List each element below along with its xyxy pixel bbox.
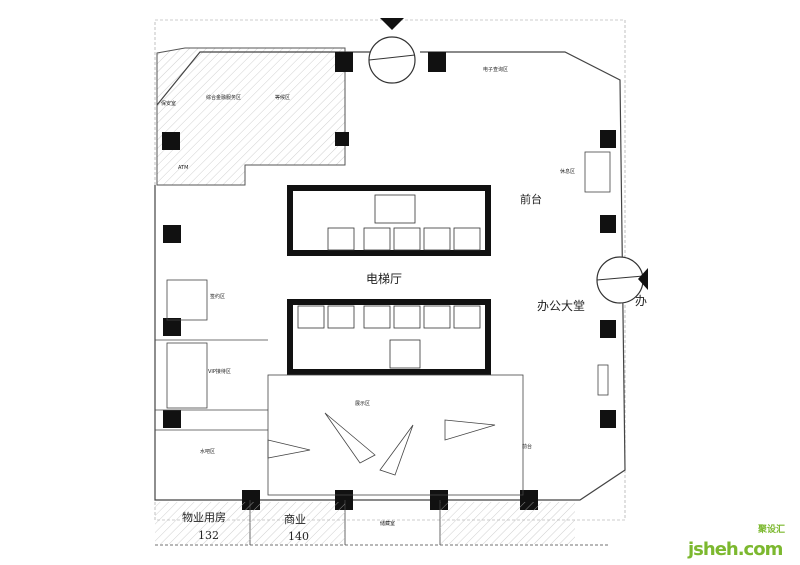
label-e-query: 电子查询区	[483, 67, 509, 73]
label-commerce-area: 140	[288, 530, 309, 543]
label-office-lobby: 办公大堂	[537, 299, 586, 313]
label-commerce: 商业	[284, 513, 306, 526]
finance-zone	[156, 47, 346, 186]
label-atm: ATM	[178, 165, 189, 171]
label-reception: 前台	[520, 193, 542, 206]
label-property-room: 物业用房	[182, 511, 226, 524]
label-exhibition: 展示区	[355, 401, 371, 407]
elevator-core	[287, 185, 491, 375]
label-front-desk: 前台	[522, 444, 533, 450]
label-waiting: 等候区	[275, 95, 291, 101]
label-finance-service: 综合金融服务区	[206, 95, 242, 101]
label-vip: VIP接待区	[208, 369, 231, 375]
entrance-arrow-north	[380, 18, 404, 30]
label-signing: 签约区	[210, 294, 226, 300]
entrance-arrow-east	[638, 268, 648, 290]
label-elevator-hall: 电梯厅	[366, 272, 403, 286]
logo-cn: 聚设汇	[758, 525, 786, 535]
outer-wall	[156, 51, 370, 106]
label-water-bar: 水吧区	[200, 449, 216, 455]
label-property-area: 132	[198, 529, 219, 542]
revolving-door-north	[368, 36, 416, 84]
label-storage: 储藏室	[380, 521, 396, 527]
label-rest: 休息区	[560, 169, 576, 175]
label-security: 保安室	[161, 101, 177, 107]
outer-wall	[154, 51, 626, 501]
label-office-cut: 办	[635, 294, 648, 308]
exhibit-stands	[267, 412, 496, 476]
logo: jsheh.com	[688, 539, 783, 560]
